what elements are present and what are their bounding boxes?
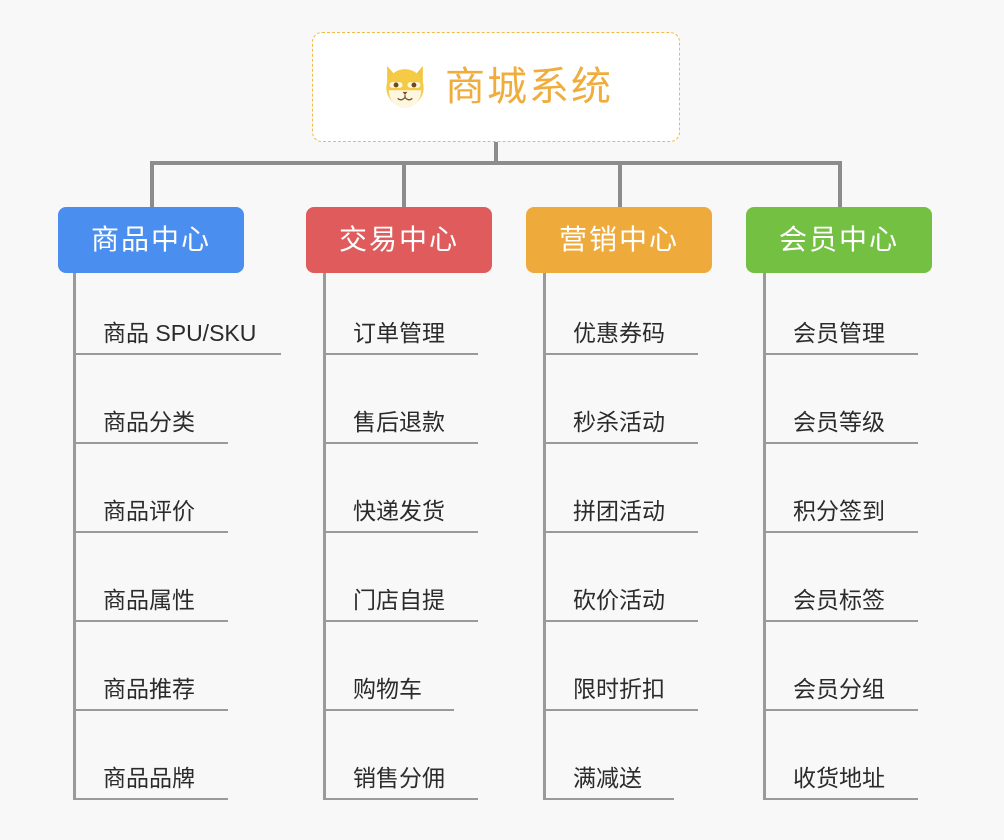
leaf-item[interactable]: 限时折扣 (543, 622, 698, 711)
drop-connector-product-center (150, 161, 154, 207)
category-box-trade-center[interactable]: 交易中心 (306, 207, 492, 273)
spine-connector-product-center (73, 273, 76, 800)
leaf-item-underline (323, 353, 478, 355)
leaf-item-underline (763, 531, 918, 533)
leaf-item[interactable]: 秒杀活动 (543, 355, 698, 444)
shiba-dog-icon (386, 65, 424, 109)
spine-connector-marketing-center (543, 273, 546, 800)
leaf-item-label: 商品推荐 (103, 676, 195, 702)
leaf-item-label: 订单管理 (353, 320, 445, 346)
leaf-item-underline (73, 531, 228, 533)
leaf-item[interactable]: 优惠券码 (543, 266, 698, 355)
leaf-item-label: 砍价活动 (573, 587, 665, 613)
leaf-item-label: 会员分组 (793, 676, 885, 702)
leaf-item-underline (323, 709, 454, 711)
spine-connector-member-center (763, 273, 766, 800)
category-label: 营销中心 (558, 224, 679, 255)
leaf-item[interactable]: 购物车 (323, 622, 454, 711)
leaf-item[interactable]: 售后退款 (323, 355, 478, 444)
leaf-item-underline (73, 798, 228, 800)
leaf-item[interactable]: 会员管理 (763, 266, 918, 355)
leaf-item-label: 优惠券码 (573, 320, 665, 346)
leaf-item[interactable]: 满减送 (543, 711, 674, 800)
leaf-item-underline (543, 620, 698, 622)
leaf-item-label: 购物车 (353, 676, 422, 702)
leaf-item[interactable]: 商品品牌 (73, 711, 228, 800)
category-box-marketing-center[interactable]: 营销中心 (526, 207, 712, 273)
leaf-item[interactable]: 订单管理 (323, 266, 478, 355)
leaf-item[interactable]: 砍价活动 (543, 533, 698, 622)
leaf-item-label: 积分签到 (793, 498, 885, 524)
leaf-item-underline (543, 442, 698, 444)
leaf-item-label: 商品分类 (103, 409, 195, 435)
leaf-item-label: 限时折扣 (573, 676, 665, 702)
leaf-item-label: 秒杀活动 (573, 409, 665, 435)
root-title: 商城系统 (445, 65, 613, 109)
leaf-item-label: 快递发货 (353, 498, 445, 524)
leaf-item-underline (763, 798, 918, 800)
leaf-item-underline (543, 353, 698, 355)
drop-connector-member-center (838, 161, 842, 207)
leaf-item[interactable]: 拼团活动 (543, 444, 698, 533)
leaf-item[interactable]: 商品属性 (73, 533, 228, 622)
leaf-item[interactable]: 商品推荐 (73, 622, 228, 711)
leaf-item-underline (73, 442, 228, 444)
root-node[interactable]: 商城系统 (312, 32, 680, 142)
leaf-item-underline (543, 798, 674, 800)
leaf-item-underline (763, 620, 918, 622)
leaf-item-label: 拼团活动 (573, 498, 665, 524)
leaf-item-underline (73, 353, 281, 355)
leaf-item[interactable]: 会员等级 (763, 355, 918, 444)
leaf-item[interactable]: 商品评价 (73, 444, 228, 533)
leaf-item-underline (543, 531, 698, 533)
leaf-item[interactable]: 积分签到 (763, 444, 918, 533)
leaf-item-label: 商品属性 (103, 587, 195, 613)
leaf-item-label: 商品 SPU/SKU (103, 320, 257, 346)
leaf-item[interactable]: 收货地址 (763, 711, 918, 800)
leaf-item[interactable]: 会员分组 (763, 622, 918, 711)
leaf-item-label: 售后退款 (353, 409, 445, 435)
leaf-item-underline (763, 442, 918, 444)
leaf-item-label: 销售分佣 (353, 765, 445, 791)
leaf-item-label: 商品评价 (103, 498, 195, 524)
spine-connector-trade-center (323, 273, 326, 800)
leaf-item-underline (73, 709, 228, 711)
leaf-item[interactable]: 销售分佣 (323, 711, 478, 800)
category-bus-connector (150, 161, 842, 165)
category-label: 商品中心 (90, 224, 211, 255)
leaf-item-underline (73, 620, 228, 622)
category-box-product-center[interactable]: 商品中心 (58, 207, 244, 273)
category-label: 会员中心 (778, 224, 899, 255)
leaf-item-label: 满减送 (573, 765, 642, 791)
leaf-item[interactable]: 会员标签 (763, 533, 918, 622)
leaf-item-label: 会员管理 (793, 320, 885, 346)
root-stem-connector (494, 142, 498, 165)
leaf-item[interactable]: 商品分类 (73, 355, 228, 444)
leaf-item[interactable]: 快递发货 (323, 444, 478, 533)
leaf-item-underline (323, 620, 478, 622)
leaf-item-underline (763, 709, 918, 711)
leaf-item-label: 会员等级 (793, 409, 885, 435)
leaf-item-label: 门店自提 (353, 587, 445, 613)
category-box-member-center[interactable]: 会员中心 (746, 207, 932, 273)
drop-connector-marketing-center (618, 161, 622, 207)
leaf-item-underline (323, 442, 478, 444)
leaf-item-underline (323, 531, 478, 533)
drop-connector-trade-center (402, 161, 406, 207)
category-label: 交易中心 (338, 224, 459, 255)
leaf-item-underline (543, 709, 698, 711)
leaf-item-underline (763, 353, 918, 355)
leaf-item-underline (323, 798, 478, 800)
leaf-item-label: 收货地址 (793, 765, 885, 791)
leaf-item[interactable]: 商品 SPU/SKU (73, 266, 281, 355)
leaf-item-label: 会员标签 (793, 587, 885, 613)
leaf-item-label: 商品品牌 (103, 765, 195, 791)
leaf-item[interactable]: 门店自提 (323, 533, 478, 622)
